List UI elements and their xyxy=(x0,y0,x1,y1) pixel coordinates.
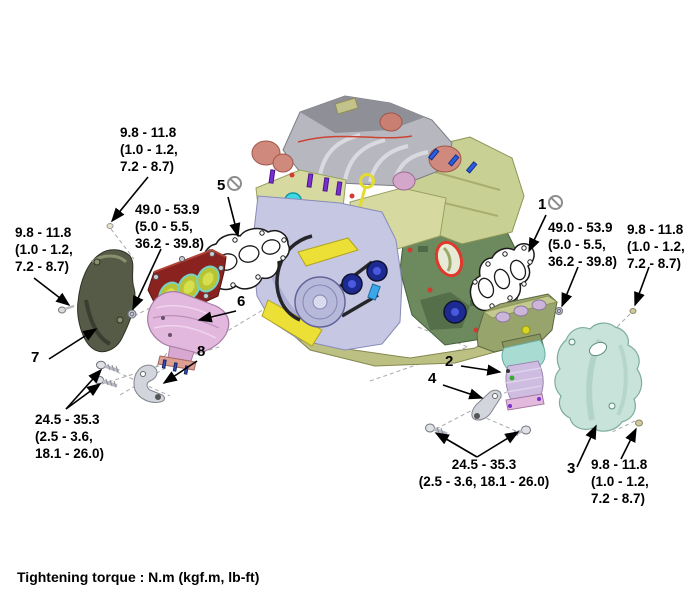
torque-label-manifold-lh: 49.0 - 53.9 (5.0 - 5.5, 36.2 - 39.8) xyxy=(135,202,205,251)
exhaust-manifold-rh xyxy=(476,293,559,357)
torque-label-shield-rh-upper: 9.8 - 11.8 (1.0 - 1.2, 7.2 - 8.7) xyxy=(627,222,685,271)
do-not-reuse-icon xyxy=(227,176,243,191)
heat-shield-lh xyxy=(77,249,136,353)
callout-6-manifold-lh: 6 xyxy=(237,293,246,310)
catalytic-converter-lh xyxy=(147,291,230,375)
stay-bolt-1 xyxy=(96,360,120,373)
torque-label-stay-rh: 24.5 - 35.3 (2.5 - 3.6, 18.1 - 26.0) xyxy=(418,457,550,489)
callout-2-manifold-rh: 2 xyxy=(445,353,454,370)
callout-1-gasket: 1 xyxy=(538,195,564,213)
exhaust-gasket-lh xyxy=(202,227,290,291)
callout-arrows xyxy=(33,176,650,468)
stay-bracket-lh xyxy=(133,364,165,403)
torque-label-shield-lh-lower: 9.8 - 11.8 (1.0 - 1.2, 7.2 - 8.7) xyxy=(15,225,73,274)
stay-bolt-3 xyxy=(425,423,448,436)
exhaust-gasket-rh xyxy=(469,243,535,313)
callout-4-stay-rh: 4 xyxy=(428,370,437,387)
torque-label-stay-lh: 24.5 - 35.3 (2.5 - 3.6, 18.1 - 26.0) xyxy=(35,412,105,461)
tightening-torque-note: Tightening torque : N.m (kgf.m, lb-ft) xyxy=(17,569,260,585)
torque-label-manifold-rh: 49.0 - 53.9 (5.0 - 5.5, 36.2 - 39.8) xyxy=(548,220,618,269)
catalytic-converter-rh xyxy=(501,339,546,411)
do-not-reuse-icon xyxy=(548,195,564,210)
torque-label-shield-rh-lower: 9.8 - 11.8 (1.0 - 1.2, 7.2 - 8.7) xyxy=(591,457,649,506)
heat-shield-rh xyxy=(554,322,643,432)
callout-3-heat-shield-rh: 3 xyxy=(567,460,576,477)
callout-5-number: 5 xyxy=(217,177,226,194)
callout-1-number: 1 xyxy=(538,196,547,213)
engine-illustration xyxy=(251,95,525,367)
torque-label-shield-lh-upper: 9.8 - 11.8 (1.0 - 1.2, 7.2 - 8.7) xyxy=(120,125,178,174)
callout-7-heat-shield-lh: 7 xyxy=(31,349,40,366)
callout-8-stay-lh: 8 xyxy=(197,343,206,360)
callout-5-gasket-lh: 5 xyxy=(217,176,243,194)
stay-bracket-rh xyxy=(471,389,502,421)
